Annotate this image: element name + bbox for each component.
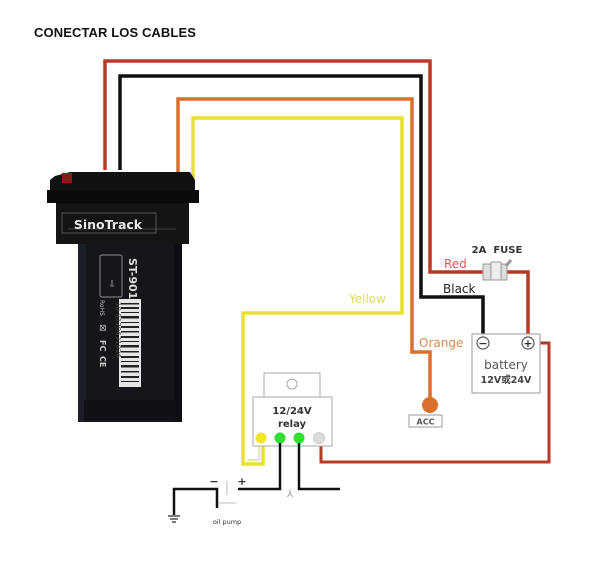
battery-minus-terminal (476, 336, 490, 350)
device-model: ST-901 (126, 258, 139, 299)
pump-plus-sign: + (237, 475, 246, 488)
relay-hole (286, 378, 298, 390)
relay-to-pump-wire (238, 443, 282, 491)
relay-pin-yellow (255, 432, 267, 444)
pump-ground-wire (172, 487, 219, 515)
device-weee-icon: ⊠ (98, 324, 108, 332)
pump-minus-sign: − (209, 475, 218, 488)
device-serial: 10-9170631826 (114, 302, 122, 359)
relay-pin-green-1 (274, 432, 286, 444)
acc-terminal (422, 397, 438, 413)
orange-label: Orange (419, 336, 463, 350)
orange-wire (176, 97, 432, 400)
yellow-wire (191, 116, 404, 466)
device-mark-ce: CE (98, 356, 107, 367)
battery-voltage: 12V或24V (481, 374, 532, 386)
relay-pin-green-2 (293, 432, 305, 444)
gps-tracker-device: ⇩ (47, 172, 199, 422)
device-mark-rohs: RoHS (98, 300, 105, 316)
page-title: CONECTAR LOS CABLES (34, 25, 196, 40)
black-label: Black (443, 282, 476, 296)
relay-label: relay (278, 419, 307, 430)
battery-label: battery (484, 358, 528, 372)
red-label: Red (444, 257, 467, 271)
yellow-wire-outline (247, 444, 260, 461)
relay-pin-gray (313, 432, 325, 444)
yellow-label: Yellow (348, 292, 386, 306)
relay-voltage: 12/24V (272, 406, 311, 417)
acc-box (408, 414, 443, 428)
device-mark-fc: FC (98, 340, 107, 351)
svg-text:⇩: ⇩ (108, 279, 116, 289)
battery-plus-terminal (521, 336, 535, 350)
fuse-label: 2A FUSE (472, 245, 523, 256)
device-brand: SinoTrack (74, 217, 143, 232)
acc-label: ACC (417, 418, 435, 427)
relay-output-wire (297, 443, 340, 491)
battery-minus-sign: − (478, 337, 487, 350)
ground-icon (168, 515, 180, 523)
pump-label: oil pump (213, 518, 241, 526)
red-wire-relay (319, 341, 551, 464)
red-wire (103, 59, 530, 340)
switch-icon: ⅄ (286, 489, 294, 500)
black-wire (118, 74, 485, 340)
battery-plus-sign: + (523, 337, 532, 350)
fuse-icon (482, 259, 513, 281)
